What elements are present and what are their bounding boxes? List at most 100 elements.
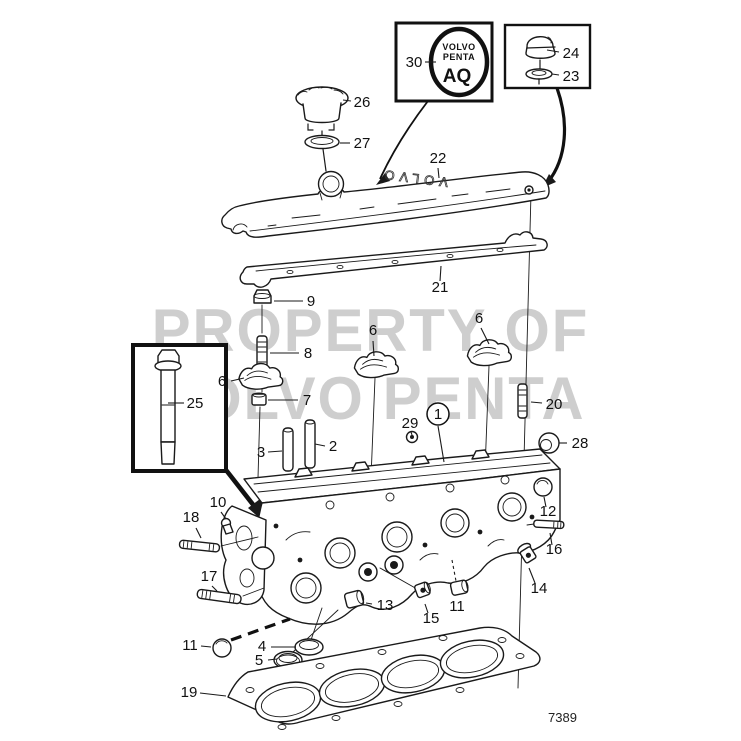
part-stud-20 xyxy=(517,383,528,419)
callout-leader-20-13 xyxy=(530,401,543,404)
callout-label-22-5: 22 xyxy=(430,150,447,167)
callout-label-9-7: 9 xyxy=(307,293,315,310)
part-plug-13 xyxy=(343,589,365,609)
callout-label-29-15: 29 xyxy=(402,415,419,432)
callout-leader-14-25 xyxy=(528,567,536,584)
callout-leader-6-12 xyxy=(480,327,490,345)
callout-label-4-30: 4 xyxy=(258,638,266,655)
callout-label-16-24: 16 xyxy=(546,541,563,558)
callout-leaders xyxy=(168,49,567,697)
part-clamp-6-left xyxy=(237,361,285,392)
axis-seal-4 xyxy=(310,607,323,641)
callout-label-13-26: 13 xyxy=(377,597,394,614)
callout-label-26-3: 26 xyxy=(354,94,371,111)
callout-label-25-17: 25 xyxy=(187,395,204,412)
callout-label-1-16: 1 xyxy=(434,406,442,423)
gasket-bore-4 xyxy=(439,639,505,679)
callout-leader-19-32 xyxy=(199,692,227,697)
callout-label-18-21: 18 xyxy=(183,509,200,526)
callout-label-6-11: 6 xyxy=(369,322,377,339)
callout-leader-5-31 xyxy=(267,658,278,661)
alignment-line xyxy=(517,192,532,689)
gasket-bore-3 xyxy=(380,654,446,694)
callout-label-20-13: 20 xyxy=(546,396,563,413)
callout-leader-29-15 xyxy=(410,431,413,436)
axis-clamp-mid xyxy=(370,377,376,479)
callout-label-15-27: 15 xyxy=(423,610,440,627)
part-head-gasket-19 xyxy=(227,626,541,730)
callout-label-11-28: 11 xyxy=(449,598,465,615)
part-stud-17 xyxy=(196,587,265,605)
callout-leader-18-21 xyxy=(195,527,202,539)
callout-leader-15-27 xyxy=(424,603,429,614)
arrow-to-cover xyxy=(376,173,390,185)
part-plug-11-right xyxy=(449,579,469,596)
callout-label-21-6: 21 xyxy=(432,279,449,296)
callout-leader-3-18 xyxy=(267,450,283,453)
callout-leader-24-1 xyxy=(546,49,560,53)
part-nut-29 xyxy=(405,430,419,444)
part-seal-4 xyxy=(294,638,324,656)
callout-labels: 30 24 23 26 27 22 21 9 8 6 7 6 6 20 28 29 1 25 3 2 10 18 17 12 1… xyxy=(181,45,589,701)
callout-label-28-14: 28 xyxy=(572,435,589,452)
callout-label-5-31: 5 xyxy=(255,652,263,669)
callout-label-7-10: 7 xyxy=(303,392,311,409)
part-cap-24 xyxy=(525,36,556,59)
part-spacer-7 xyxy=(251,392,267,406)
callout-leader-23-2 xyxy=(551,73,560,76)
callout-leader-11-29 xyxy=(200,645,212,648)
leader-15-line xyxy=(379,567,418,590)
bolt-inset-box xyxy=(131,343,272,529)
part-clamp-6-right xyxy=(466,338,513,368)
callout-label-6-9: 6 xyxy=(218,373,226,390)
callout-label-11-29: 11 xyxy=(182,637,198,654)
callout-label-19-32: 19 xyxy=(181,684,198,701)
part-head-bolt-25 xyxy=(154,349,182,465)
figure-number: 7389 xyxy=(548,710,577,725)
callout-label-6-12: 6 xyxy=(475,310,483,327)
part-bolt-14 xyxy=(517,542,537,564)
logo-inset-box: VOLVO PENTA AQ xyxy=(376,21,494,185)
callout-leader-17-22 xyxy=(211,585,218,592)
part-nut-9 xyxy=(253,289,272,304)
logo-brand-line1: VOLVO xyxy=(442,42,475,52)
callout-circle-1 xyxy=(426,402,450,426)
cap-inset-box xyxy=(503,23,592,188)
part-plug-15 xyxy=(414,581,431,599)
callout-leader-10-20 xyxy=(220,511,227,520)
callout-label-24-1: 24 xyxy=(563,45,580,62)
callout-label-30-0: 30 xyxy=(406,54,423,71)
callout-leader-2-19 xyxy=(314,443,326,447)
callout-label-2-19: 2 xyxy=(329,438,337,455)
part-cap-seal-27 xyxy=(304,130,340,172)
callout-label-14-25: 14 xyxy=(531,580,548,597)
callout-leader-12-23 xyxy=(543,496,547,508)
part-valve-cover-22: VOLVO xyxy=(221,166,550,238)
callout-leader-21-6 xyxy=(439,265,442,282)
callout-label-3-18: 3 xyxy=(257,444,265,461)
part-cover-gasket-21 xyxy=(239,231,548,288)
callout-leader-26-3 xyxy=(342,99,352,102)
part-plug-11-left xyxy=(212,638,232,658)
leader-11-left-dashed xyxy=(230,617,291,642)
part-plug-28 xyxy=(538,432,560,454)
callout-label-27-4: 27 xyxy=(354,135,371,152)
callout-leader-16-24 xyxy=(549,532,553,546)
callout-leader-13-26 xyxy=(365,602,373,605)
callout-label-23-2: 23 xyxy=(563,68,580,85)
part-oil-cap-26 xyxy=(295,86,349,131)
axis-7-head xyxy=(257,406,261,479)
part-stud-16 xyxy=(526,519,565,530)
callout-label-8-8: 8 xyxy=(304,345,312,362)
callout-label-17-22: 17 xyxy=(201,568,218,585)
callout-label-12-23: 12 xyxy=(540,503,557,520)
gasket-bore-2 xyxy=(318,668,386,708)
logo-brand-line2: PENTA xyxy=(443,52,475,62)
callout-leader-22-5 xyxy=(437,167,440,179)
callout-leader-6-11 xyxy=(372,340,375,357)
callout-label-10-20: 10 xyxy=(210,494,227,511)
callout-leader-1-16 xyxy=(437,425,445,463)
callout-leader-6-9 xyxy=(230,377,245,382)
